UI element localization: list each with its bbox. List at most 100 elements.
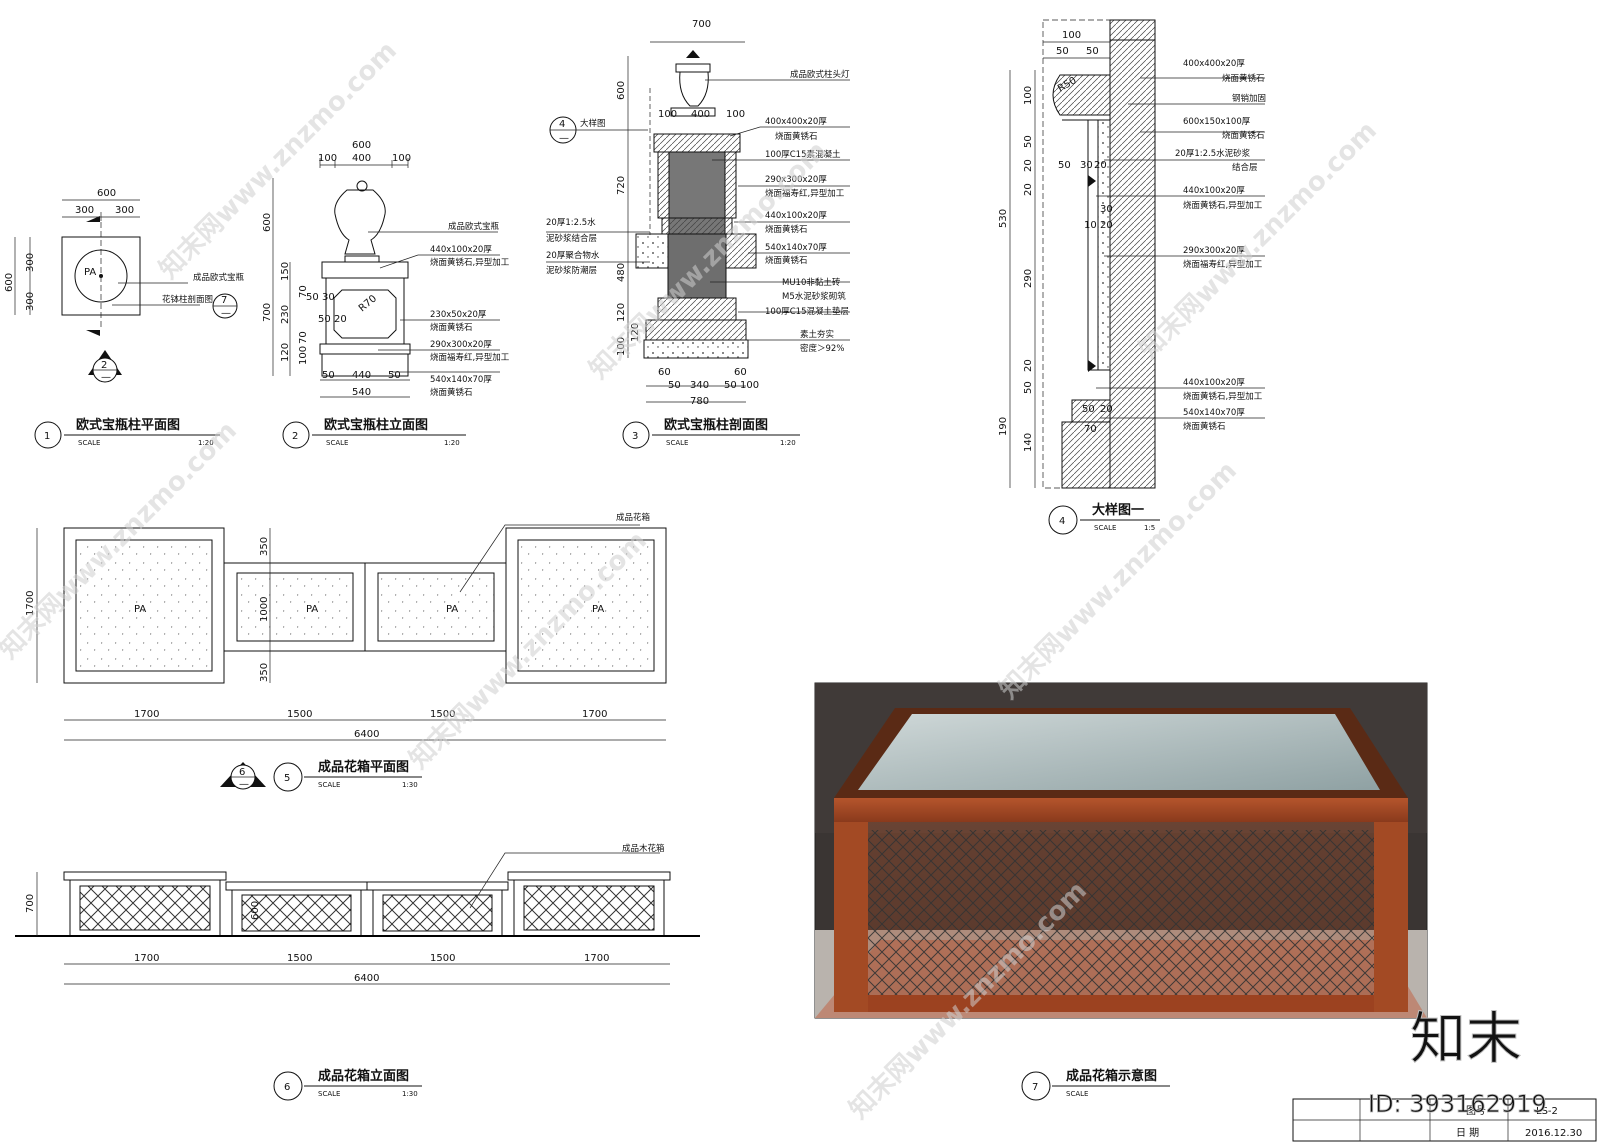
wood-lattice [868,830,1374,1000]
d3-ln0: 20厚1:2.5水 [546,217,596,228]
d2-b0: 50 [322,370,335,381]
t4-scale: 1:5 [1144,524,1155,532]
t3-scale-label: SCALE [666,439,688,447]
drawing-1-plan: 600 300 300 600 300 300 PA 2 — 成品欧式宝瓶 花钵… [4,188,245,383]
d4-l0: 100 [1023,86,1034,105]
d5-m1: 1000 [259,597,270,622]
d4-l7: 50 [1023,381,1034,394]
d2-in2: 50 [318,314,331,325]
d4-l3: 20 [1023,183,1034,196]
drawing-4-detail: 100 50 50 50 30 20 100 50 20 20 530 290 … [998,19,1266,489]
d4-l2: 20 [1023,159,1034,172]
d1-callout-vase: 成品欧式宝瓶 [193,272,245,283]
d6-b3: 1700 [584,953,609,964]
t5-title: 成品花箱平面图 [318,759,409,775]
t7-scale-label: SCALE [1066,1090,1088,1098]
d4-l1: 50 [1023,135,1034,148]
t6-num: 6 [284,1082,290,1093]
t2-title: 欧式宝瓶柱立面图 [324,417,428,433]
d1-dim-d: 300 [25,292,36,311]
d3-b5: 100 [740,380,759,391]
d5-callout: 成品花箱 [616,512,651,523]
d2-dim-l3: 70 [298,285,309,298]
d4-l8: 190 [998,417,1009,436]
d3-n14: 密度＞92% [800,343,844,354]
d1-pa: PA [84,267,96,278]
tb-row1-value: LS-2 [1536,1106,1558,1117]
d2-dim-l1: 700 [262,303,273,322]
d3-h0: 100 [658,109,677,120]
tb-row1-label: 图号 [1466,1105,1486,1117]
d2-dim-top: 600 [352,140,371,151]
d4-t4: 30 [1080,160,1093,171]
t7-num: 7 [1032,1082,1038,1093]
d2-in4: R70 [357,293,379,314]
d5-b3: 1700 [582,709,607,720]
planter-photo [814,682,1428,1019]
d2-note1: 440x100x20厚 [430,245,492,255]
d4-n14: 烧面黄锈石 [1183,421,1226,432]
d2-in1: 30 [322,292,335,303]
lamp-head [675,63,711,107]
d5-pa2: PA [446,604,458,615]
d3-n1: 400x400x20厚 [765,117,827,127]
d2-dim-l2: 150 [280,262,291,281]
d2-in0: 50 [306,292,319,303]
d2-b1: 440 [352,370,371,381]
t3-scale: 1:20 [780,439,796,447]
d4-t1: 50 [1056,46,1069,57]
d4-n0: 400x400x20厚 [1183,59,1245,69]
d5-pa3: PA [592,604,604,615]
t3-title: 欧式宝瓶柱剖面图 [664,417,768,433]
d4-n1: 烧面黄锈石 [1222,73,1265,84]
d3-n3: 100厚C15素混凝土 [765,149,841,160]
d6-left-dim: 700 [25,894,36,913]
cap-stone [321,261,409,279]
title-7: 7 成品花箱示意图 SCALE [1021,1068,1170,1101]
d1-sec-num: 2 [101,360,107,371]
d4-t5: 20 [1094,160,1107,171]
d1-dim-b: 300 [115,205,134,216]
d4-n3: 600x150x100厚 [1183,117,1251,127]
d3-l3: 120 [616,303,627,322]
d2-dim-t3: 100 [392,153,411,164]
d4-n7: 440x100x20厚 [1183,186,1245,196]
d2-note2: 烧面黄锈石,异型加工 [430,257,510,268]
d5-m0: 350 [259,537,270,556]
d4-t2: 50 [1086,46,1099,57]
d3-n2: 烧面黄锈石 [775,131,818,142]
d2-dim-t1: 100 [318,153,337,164]
d1-callout-ref-sheet: — [221,308,231,319]
d3-n13: 素土夯实 [800,329,834,340]
d4-n9: 290x300x20厚 [1183,246,1245,256]
d5-b1: 1500 [287,709,312,720]
d3-l0: 600 [616,81,627,100]
d3-top-dim: 700 [692,19,711,30]
d2-b2: 50 [388,370,401,381]
title-1: 1 欧式宝瓶柱平面图 SCALE 1:20 [34,417,220,449]
t4-num: 4 [1059,516,1065,527]
d2-note0: 成品欧式宝瓶 [448,221,500,232]
d6-callout: 成品木花箱 [622,843,665,854]
d4-n5: 20厚1:2.5水泥砂浆 [1175,148,1251,159]
d2-dim-l7: 100 [298,346,309,365]
d3-n6: 440x100x20厚 [765,211,827,221]
d2-dim-l5: 70 [298,331,309,344]
d4-l4: 530 [998,209,1009,228]
d1-dim-a: 300 [75,205,94,216]
d4-n12: 烧面黄锈石,异型加工 [1183,391,1263,402]
d3-ln1: 泥砂浆结合层 [546,233,597,244]
section-cap [653,133,741,153]
d2-dim-l0: 600 [262,213,273,232]
title-3: 3 欧式宝瓶柱剖面图 SCALE 1:20 [622,417,800,449]
d4-i3: 20 [1100,220,1113,231]
concrete-bed [643,339,749,359]
d4-i4: 50 [1082,404,1095,415]
d1-callout-section: 花钵柱剖面图 [162,294,213,305]
t6-scale-label: SCALE [318,1090,340,1098]
d4-i2: 10 [1084,220,1097,231]
d4-t0: 100 [1062,30,1081,41]
title-block: 图号 LS-2 日 期 2016.12.30 [1292,1098,1597,1142]
d4-n11: 440x100x20厚 [1183,378,1245,388]
d5-pa0: PA [134,604,146,615]
